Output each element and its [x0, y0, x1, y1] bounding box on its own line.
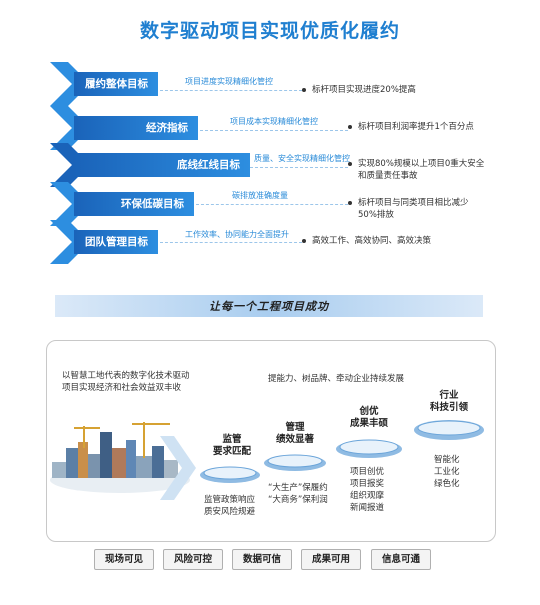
step-4-desc-2: 工业化 [434, 467, 460, 477]
step-3-desc-1: 项目创优 [350, 467, 385, 477]
pill-2: 风险可控 [163, 549, 223, 570]
step-2-desc-1: “大生产”保履约 [268, 483, 328, 493]
step-1-desc-2: 质安风险规避 [204, 507, 256, 517]
pill-1: 现场可见 [94, 549, 154, 570]
goal-bar-3: 底线红线目标 [74, 153, 250, 177]
pill-5: 信息可通 [371, 549, 431, 570]
step-1-title-2: 要求匹配 [212, 446, 251, 457]
dashed-connector [196, 204, 348, 205]
step-2-desc-2: “大商务”保利润 [268, 495, 328, 505]
goal-bar-2: 经济指标 [74, 116, 198, 140]
step-2-title-2: 绩效显著 [275, 434, 314, 445]
goal-bar-4: 环保低碳目标 [74, 192, 194, 216]
dashed-connector [160, 242, 302, 243]
goal-result-line1: 实现80%规模以上项目0重大安全 [358, 159, 485, 169]
goal-row-4: 环保低碳目标 碳排放准确度量 标杆项目与同类项目相比减少 50%排放 [0, 182, 540, 226]
bullet-dot [348, 125, 352, 129]
goal-row-2: 经济指标 项目成本实现精细化管控 标杆项目利润率提升1个百分点 [0, 106, 540, 150]
goal-result: 标杆项目实现进度20%提高 [312, 85, 416, 95]
goal-label: 团队管理目标 [85, 236, 148, 248]
goal-result-line2: 50%排放 [358, 210, 394, 220]
dashed-connector [250, 167, 348, 168]
podium-2 [264, 454, 326, 471]
goal-means: 项目进度实现精细化管控 [185, 77, 273, 86]
forward-arrow-icon [160, 436, 196, 500]
step-3-desc-2: 项目报奖 [350, 479, 385, 489]
goal-bar-5: 团队管理目标 [74, 230, 158, 254]
step-3-title-2: 成果丰硕 [349, 418, 388, 429]
bullet-dot [302, 239, 306, 243]
dashed-connector [160, 90, 302, 91]
step-3-title-1: 创优 [359, 406, 379, 417]
benefits-frame [46, 340, 496, 542]
goal-means: 碳排放准确度量 [232, 191, 288, 200]
step-1-title-1: 监管 [222, 434, 242, 445]
goal-row-5: 团队管理目标 工作效率、协同能力全面提升 高效工作、高效协同、高效决策 [0, 220, 540, 264]
goal-result-line1: 标杆项目与同类项目相比减少 [358, 198, 469, 208]
goal-result-line2: 和质量责任事故 [358, 171, 418, 181]
page-title: 数字驱动项目实现优质化履约 [139, 20, 400, 42]
slogan-banner: 让每一个工程项目成功 [55, 295, 483, 317]
dashed-connector [200, 130, 348, 131]
pill-3: 数据可信 [232, 549, 292, 570]
goal-means: 工作效率、协同能力全面提升 [185, 230, 289, 239]
goal-means: 项目成本实现精细化管控 [230, 117, 318, 126]
step-2-title-1: 管理 [285, 422, 305, 433]
pill-4: 成果可用 [301, 549, 361, 570]
smart-construction-site-illustration [50, 422, 190, 493]
goal-label: 经济指标 [146, 122, 188, 134]
podium-1 [200, 466, 260, 483]
goal-label: 底线红线目标 [177, 159, 240, 171]
bullet-dot [348, 201, 352, 205]
goal-result: 标杆项目利润率提升1个百分点 [358, 122, 474, 132]
goal-label: 履约整体目标 [85, 78, 148, 90]
podium-4 [414, 420, 484, 440]
goal-row-3: 底线红线目标 质量、安全实现精细化管控 实现80%规模以上项目0重大安全 和质量… [0, 143, 540, 187]
banner-text: 让每一个工程项目成功 [209, 300, 329, 313]
intro-line-1: 以智慧工地代表的数字化技术驱动 [62, 371, 190, 381]
intro-line-2: 项目实现经济和社会效益双丰收 [62, 383, 182, 393]
step-1-desc-1: 监管政策响应 [204, 495, 256, 505]
step-4-desc-3: 绿色化 [434, 479, 460, 489]
podium-3 [336, 439, 402, 458]
step-4-title-1: 行业 [439, 390, 459, 401]
bullet-dot [302, 88, 306, 92]
step-3-desc-4: 新闻报道 [350, 503, 385, 513]
goal-bar-1: 履约整体目标 [74, 72, 158, 96]
goal-result: 高效工作、高效协同、高效决策 [312, 236, 432, 246]
goal-label: 环保低碳目标 [121, 198, 184, 210]
bullet-dot [348, 162, 352, 166]
step-4-title-2: 科技引领 [429, 402, 468, 413]
top-line: 提能力、树品牌、牵动企业持续发展 [268, 374, 405, 384]
goal-means: 质量、安全实现精细化管控 [254, 154, 350, 163]
step-3-desc-3: 组织观摩 [350, 491, 385, 501]
goal-row-1: 履约整体目标 项目进度实现精细化管控 标杆项目实现进度20%提高 [0, 62, 540, 106]
step-4-desc-1: 智能化 [434, 455, 460, 465]
